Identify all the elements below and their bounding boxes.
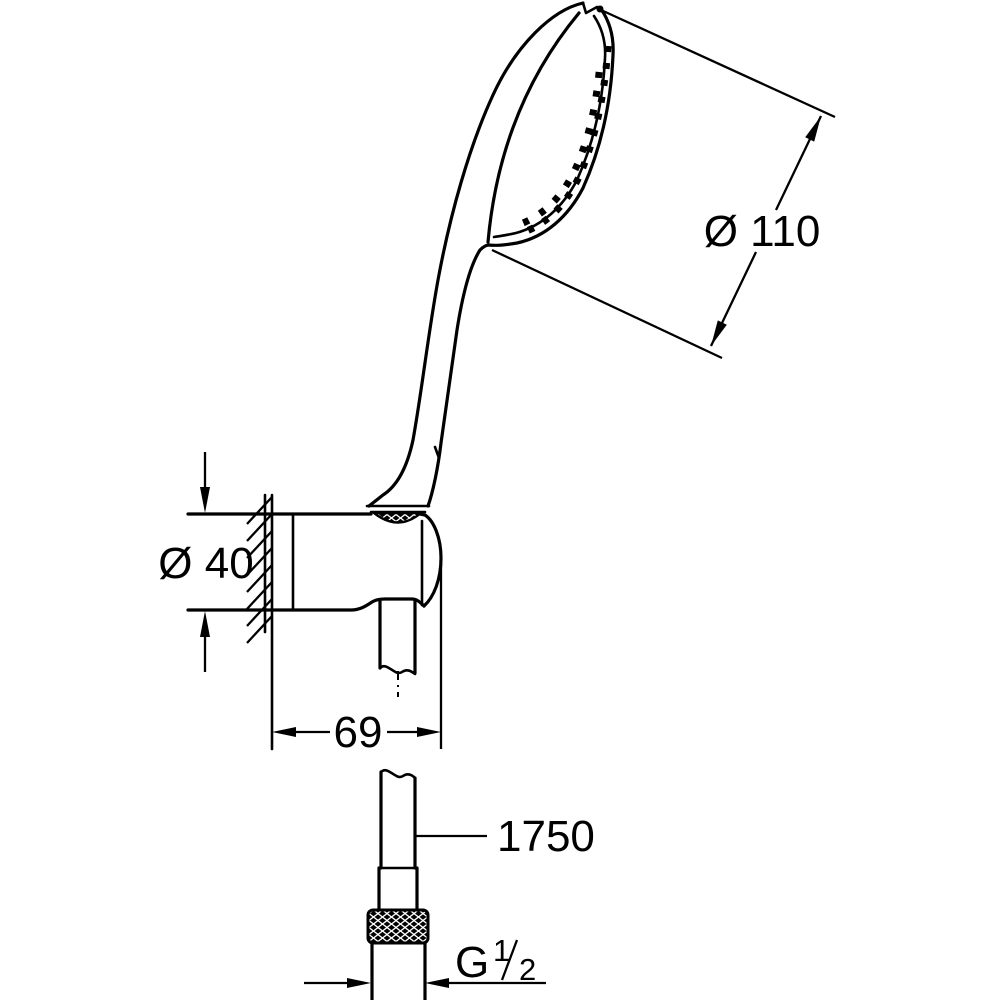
handle-seam-tick [433, 445, 441, 460]
shower-outline-left [367, 1, 585, 508]
thread-denominator-label: 2 [519, 952, 536, 987]
dimension-head-diameter: Ø 110 [491, 8, 836, 360]
shower-outline-right-handle [426, 243, 491, 508]
ext-line-head-bottom [491, 248, 723, 360]
dimension-thread-size: G 1 2 [304, 933, 546, 988]
dim-arrow-thread-right [425, 978, 449, 988]
thread-fraction-slash [500, 939, 519, 981]
dim-arrow-holder-top [200, 487, 210, 513]
hose-length-label: 1750 [497, 812, 595, 861]
wall-holder [186, 493, 443, 751]
thread-numerator-label: 1 [493, 933, 510, 968]
holder-diameter-label: Ø 40 [158, 539, 253, 588]
head-tip-notch [581, 1, 599, 15]
dim-arrow-holder-bottom [200, 611, 210, 637]
ext-line-head-top [600, 8, 836, 119]
spray-nozzles-row-outer [519, 45, 612, 237]
handle-knurled-nut [370, 511, 425, 524]
head-diameter-label: Ø 110 [704, 207, 821, 256]
hose-upper-break-line [378, 665, 417, 676]
spray-face-rim-line [492, 14, 607, 239]
spray-face-outer-edge [487, 7, 615, 247]
thread-prefix-label: G [455, 938, 489, 987]
holder-bottom-edge [186, 597, 426, 612]
spray-nozzles-row-inner [521, 61, 604, 227]
dimension-holder-depth: 69 [272, 560, 443, 757]
dim-arrow-thread-left [347, 978, 371, 988]
dim-arrow-head-top [805, 116, 821, 142]
shower-hose [366, 599, 430, 1000]
dim-arrow-depth-left [272, 727, 296, 737]
spray-face-inner-edge [486, 11, 581, 244]
dim-arrow-depth-right [417, 727, 441, 737]
hose-knurled-nut [366, 908, 430, 945]
holder-depth-label: 69 [334, 708, 383, 757]
holder-end-cap [422, 513, 443, 608]
dimension-hose-length: 1750 [415, 812, 595, 861]
dimension-holder-diameter: Ø 40 [158, 452, 254, 672]
hand-shower [365, 1, 615, 524]
wall-hatching [246, 496, 273, 644]
dim-arrow-head-bottom [711, 320, 727, 346]
hose-lower-break-line [379, 769, 417, 780]
